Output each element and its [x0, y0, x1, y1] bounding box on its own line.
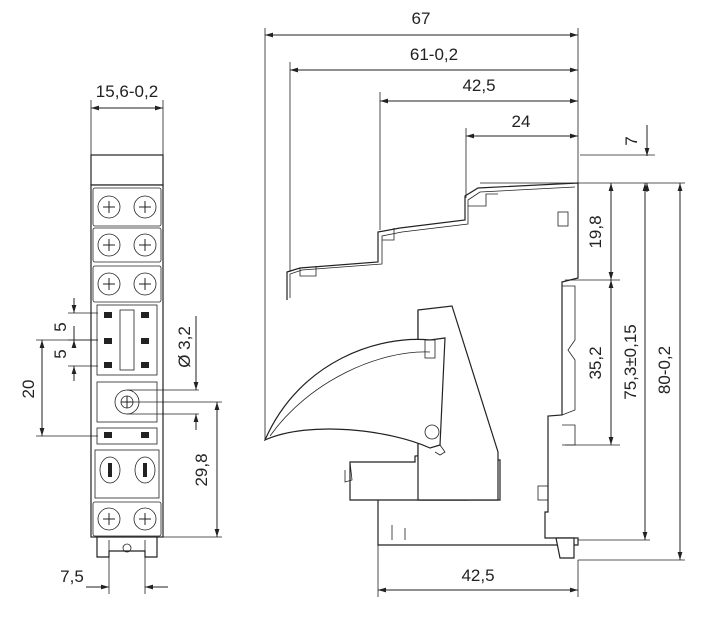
front-terminal-block-1 [92, 187, 162, 227]
side-ejector-lever [263, 337, 446, 449]
dim-front-width: 15,6-0,2 [96, 82, 158, 101]
dim-hole-diameter: Ø 3,2 [175, 326, 194, 368]
front-coil-terminals [94, 449, 160, 499]
side-rail-foot [555, 537, 575, 559]
dim-width-61: 61-0,2 [410, 45, 458, 64]
dim-front-bottom: 7,5 [60, 567, 84, 586]
front-dimensions: 15,6-0,2 5 5 20 Ø 3,2 29,8 7,5 [19, 82, 222, 594]
front-top-cap [90, 154, 164, 186]
dim-width-24: 24 [512, 112, 531, 131]
dim-front-height-left: 20 [19, 380, 38, 399]
front-terminal-block-2 [92, 227, 162, 263]
front-bottom-clip [96, 536, 158, 558]
dim-rail-height: 75,3±0,15 [621, 324, 640, 400]
dim-upper-height: 19,8 [586, 215, 605, 248]
dim-pitch-b: 5 [51, 349, 70, 358]
dim-width-42-top: 42,5 [462, 76, 495, 95]
front-body [90, 184, 164, 538]
dim-overall-height: 80-0,2 [655, 346, 674, 394]
dim-pitch-a: 5 [51, 322, 70, 331]
dim-mid-height: 35,2 [586, 346, 605, 379]
lever-pivot [424, 424, 440, 440]
front-view [90, 154, 164, 558]
dim-total-width: 67 [412, 9, 431, 28]
dim-width-42-bottom: 42,5 [461, 566, 494, 585]
side-dimensions: 67 61-0,2 42,5 24 7 19,8 35,2 75,3±0,15 [264, 9, 685, 597]
front-terminal-block-3 [92, 265, 162, 303]
front-terminal-block-4 [92, 501, 162, 537]
dim-front-height-right: 29,8 [192, 453, 211, 486]
side-view [263, 182, 579, 559]
dim-top-offset: 7 [622, 136, 641, 145]
